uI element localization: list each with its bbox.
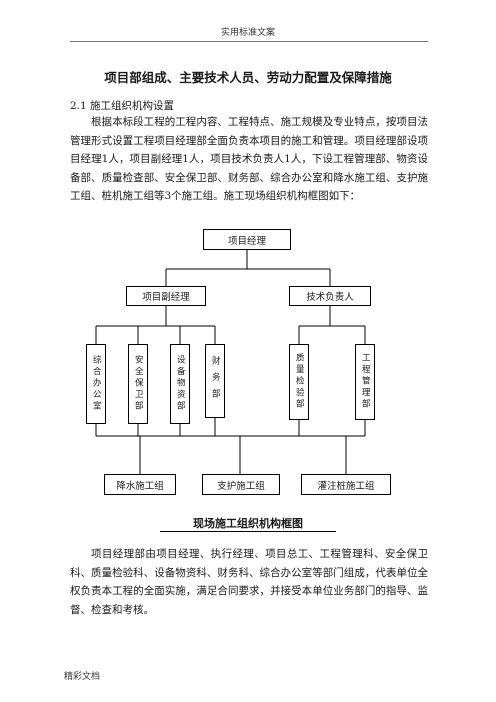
box-label: 安全保卫部 (133, 355, 144, 413)
box-finance-dept: 财务部 (205, 344, 225, 418)
box-label: 工程管理部 (360, 353, 371, 411)
box-label: 财务部 (210, 356, 221, 406)
box-label: 设备物资部 (175, 355, 186, 413)
paragraph-intro: 根据本标段工程的工程内容、工程特点、施工规模及专业特点，按项目法管理形式设置工程… (70, 116, 428, 202)
chart-caption: 现场施工组织机构框图 (193, 517, 303, 530)
header-rule (70, 41, 428, 42)
document-title: 项目部组成、主要技术人员、劳动力配置及保障措施 (104, 70, 392, 85)
box-general-office: 综合办公室 (86, 344, 106, 424)
box-security-dept: 安全保卫部 (128, 344, 148, 424)
box-equipment-materials-dept: 设备物资部 (170, 344, 190, 424)
box-project-manager: 项目经理 (203, 229, 291, 250)
page-header: 实用标准文案 (220, 28, 275, 38)
page-footer: 精彩文档 (64, 672, 101, 682)
box-label: 综合办公室 (91, 355, 102, 413)
box-label: 质量检验部 (294, 353, 305, 411)
box-deputy-manager: 项目副经理 (126, 286, 206, 306)
paragraph-description: 项目经理部由项目经理、执行经理、项目总工、工程管理科、安全保卫科、质量检验科、设… (70, 548, 428, 616)
box-quality-inspection-dept: 质量检验部 (289, 344, 309, 420)
box-engineering-mgmt-dept: 工程管理部 (355, 344, 375, 420)
section-heading: 2.1 施工组织机构设置 (70, 100, 175, 112)
box-support-team: 支护施工组 (202, 474, 280, 495)
caption-underline (160, 531, 336, 532)
box-technical-lead: 技术负责人 (289, 286, 371, 306)
box-dewatering-team: 降水施工组 (104, 474, 176, 495)
box-pile-team: 灌注桩施工组 (301, 474, 391, 495)
